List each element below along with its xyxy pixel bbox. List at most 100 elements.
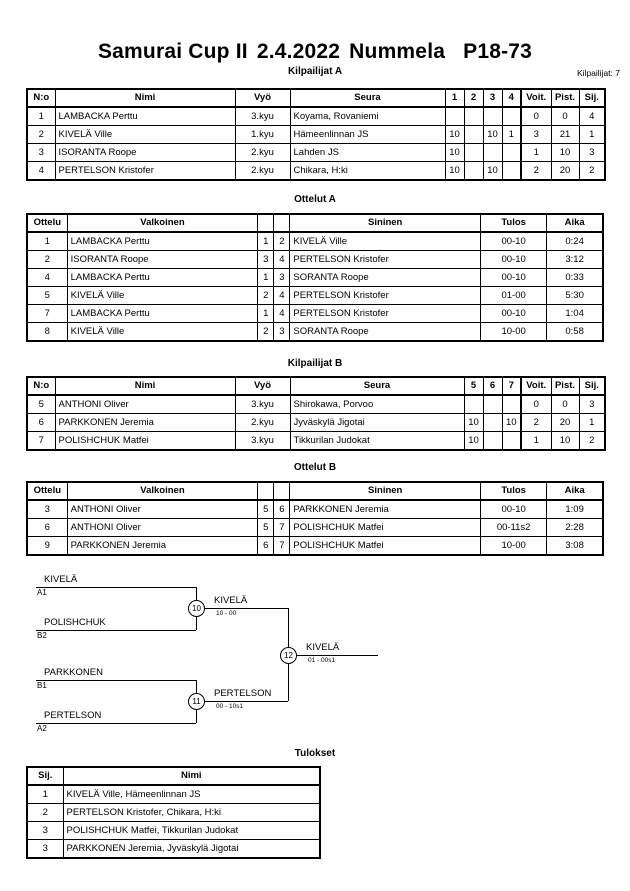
bracket-semifinal-line [196, 608, 288, 609]
match-result: 00-10 [480, 499, 548, 519]
title-place: Nummela [349, 40, 446, 63]
column-header: Tulos [480, 481, 548, 501]
column-header: Valkoinen [66, 481, 259, 501]
competitor-name: LAMBACKA Perttu [54, 106, 236, 126]
column-header: Aika [546, 481, 604, 501]
column-header [257, 481, 275, 501]
blue-competitor: POLISHCHUK Matfei [289, 536, 482, 556]
match-score-cell [463, 106, 484, 126]
column-header: Tulos [480, 213, 548, 233]
competitor-name: PERTELSON Kristofer [54, 161, 236, 181]
column-header: Sininen [289, 213, 482, 233]
rank-cell: 1 [578, 413, 606, 432]
column-header: Sij. [578, 376, 606, 396]
match-score-cell [501, 431, 522, 451]
white-competitor: LAMBACKA Perttu [66, 304, 259, 323]
match-number: 1 [26, 231, 68, 251]
section-heading-pool-a: Kilpailijat A [287, 66, 343, 77]
blue-competitor: SORANTA Roope [289, 322, 482, 342]
competitor-name: ANTHONI Oliver [54, 394, 236, 414]
bracket-match-score: 01 - 00s1 [308, 657, 336, 664]
result-rank: 2 [26, 803, 64, 822]
white-competitor: LAMBACKA Perttu [66, 268, 259, 287]
column-header: 3 [482, 88, 503, 108]
bracket-entry-seed: A2 [37, 724, 47, 733]
blue-seed: 4 [273, 304, 291, 323]
competitor-number: 2 [26, 125, 56, 144]
match-score-cell: 1 [501, 125, 522, 144]
column-header: Voit. [520, 376, 552, 396]
column-header [273, 481, 291, 501]
competitor-belt: 3.kyu [234, 394, 291, 414]
column-header: 4 [501, 88, 522, 108]
points-cell: 20 [550, 413, 580, 432]
match-score-cell: 10 [444, 143, 465, 162]
column-header: Nimi [54, 376, 236, 396]
column-header: Pist. [550, 88, 580, 108]
table-header-row: Sij.Nimi [26, 766, 321, 786]
bracket-entry-name: POLISHCHUK [44, 617, 106, 628]
match-time: 2:28 [546, 518, 604, 537]
white-seed: 3 [257, 250, 275, 269]
match-score-cell [482, 413, 503, 432]
bracket-entry-seed: B1 [37, 681, 47, 690]
points-cell: 10 [550, 143, 580, 162]
blue-competitor: PERTELSON Kristofer [289, 304, 482, 323]
rank-cell: 3 [578, 394, 606, 414]
match-score-cell: 10 [482, 125, 503, 144]
blue-competitor: PARKKONEN Jeremia [289, 499, 482, 519]
title-date: 2.4.2022 [256, 40, 341, 63]
match-score-cell: 10 [482, 161, 503, 181]
title-category: P18-73 [463, 40, 533, 63]
bracket-entry-seed: A1 [37, 588, 47, 597]
column-header: Seura [289, 376, 465, 396]
column-header: Sij. [578, 88, 606, 108]
match-number: 4 [26, 268, 68, 287]
competitor-number: 7 [26, 431, 56, 451]
wins-cell: 0 [520, 394, 552, 414]
column-header: Sininen [289, 481, 482, 501]
competitor-number: 6 [26, 413, 56, 432]
competitor-number: 4 [26, 161, 56, 181]
bracket-semifinal-line [196, 701, 288, 702]
section-heading-matches-a: Ottelut A [294, 194, 336, 205]
match-score-cell [501, 394, 522, 414]
column-header: 5 [463, 376, 484, 396]
competitor-name: ISORANTA Roope [54, 143, 236, 162]
bracket-entry-name: PERTELSON [44, 710, 102, 721]
competitor-belt: 1.kyu [234, 125, 291, 144]
match-number: 6 [26, 518, 68, 537]
blue-seed: 6 [273, 499, 291, 519]
blue-seed: 3 [273, 268, 291, 287]
match-time: 0:24 [546, 231, 604, 251]
competitor-club: Shirokawa, Porvoo [289, 394, 465, 414]
match-score-cell [482, 143, 503, 162]
column-header: 1 [444, 88, 465, 108]
column-header: Pist. [550, 376, 580, 396]
section-heading-pool-b: Kilpailijat B [287, 358, 343, 369]
column-header: Voit. [520, 88, 552, 108]
match-score-cell [463, 143, 484, 162]
blue-seed: 7 [273, 518, 291, 537]
competitor-club: Jyväskylä Jigotai [289, 413, 465, 432]
white-seed: 1 [257, 268, 275, 287]
rank-cell: 4 [578, 106, 606, 126]
match-result: 00-11s2 [480, 518, 548, 537]
wins-cell: 1 [520, 143, 552, 162]
match-score-cell: 10 [501, 413, 522, 432]
blue-competitor: POLISHCHUK Matfei [289, 518, 482, 537]
column-header: 6 [482, 376, 503, 396]
bracket-entry-name: KIVELÄ [44, 574, 78, 585]
match-time: 0:58 [546, 322, 604, 342]
match-score-cell [463, 125, 484, 144]
column-header: Vyö [234, 376, 291, 396]
wins-cell: 2 [520, 161, 552, 181]
match-time: 5:30 [546, 286, 604, 305]
